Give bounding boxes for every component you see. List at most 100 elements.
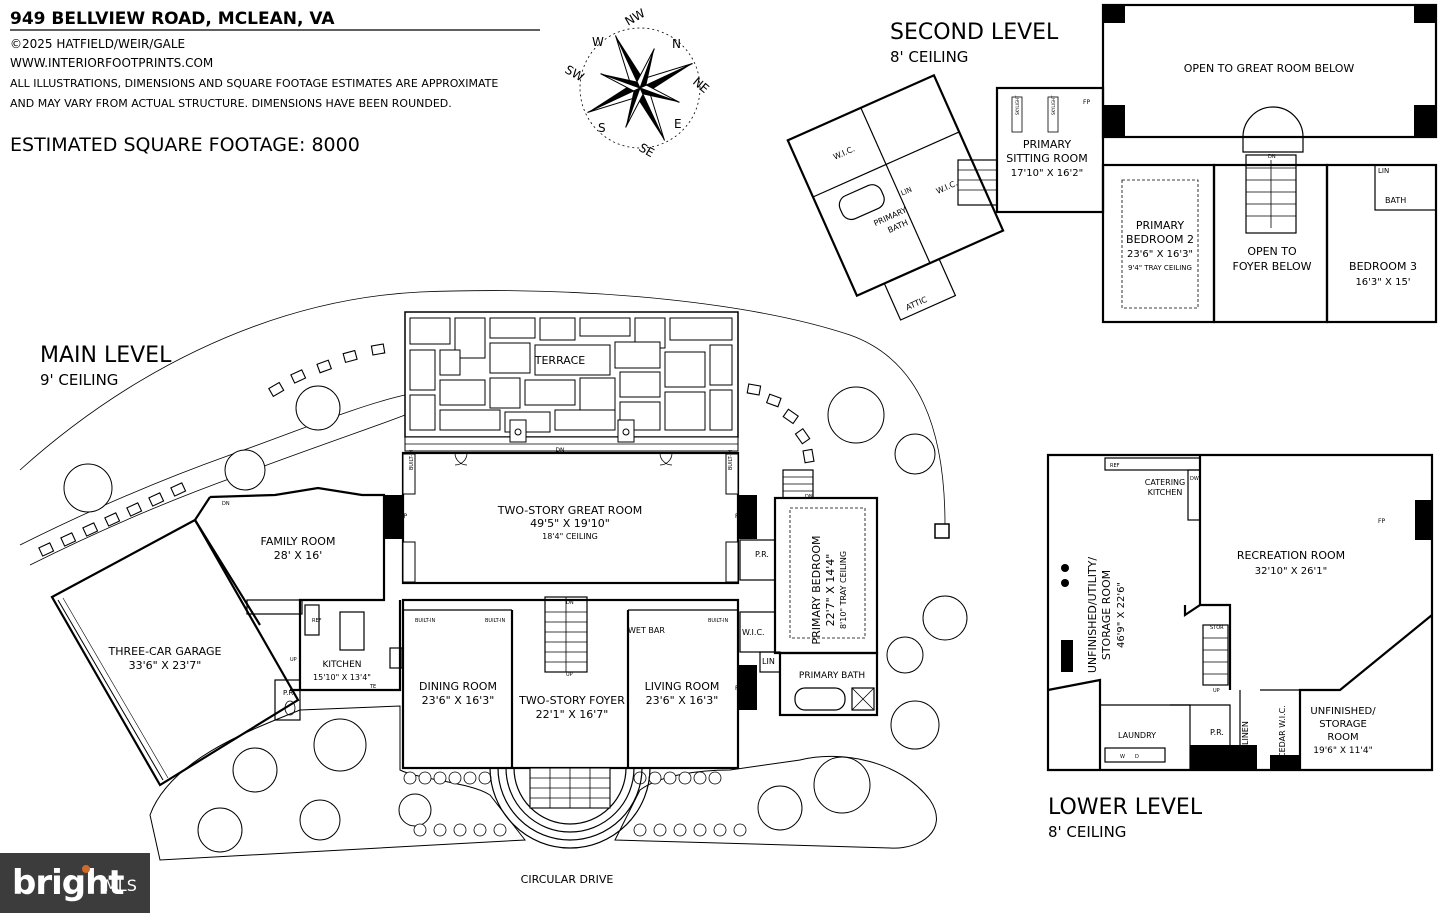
svg-text:UP: UP: [1213, 688, 1220, 694]
utility-room-label: UNFINISHED/UTILITY/: [1086, 557, 1099, 674]
disclaimer-line-1: ALL ILLUSTRATIONS, DIMENSIONS AND SQUARE…: [10, 77, 498, 90]
svg-text:P.R.: P.R.: [1210, 728, 1224, 737]
svg-text:BUILT-IN: BUILT-IN: [485, 618, 506, 624]
svg-text:33'6" X 23'7": 33'6" X 23'7": [129, 659, 202, 672]
svg-text:DN: DN: [222, 501, 230, 507]
svg-text:8'10" TRAY CEILING: 8'10" TRAY CEILING: [839, 551, 848, 629]
brand-suffix: MLS: [104, 876, 137, 895]
svg-text:P.R.: P.R.: [755, 550, 769, 559]
svg-text:STORAGE ROOM: STORAGE ROOM: [1100, 570, 1113, 660]
svg-text:BUILT-IN: BUILT-IN: [409, 449, 415, 470]
svg-text:W.I.C.: W.I.C.: [935, 178, 959, 195]
svg-text:23'6" X 16'3": 23'6" X 16'3": [422, 694, 495, 707]
svg-text:DN: DN: [1268, 154, 1276, 160]
compass-rose-icon: NW N NE E SE S SW W: [563, 6, 712, 160]
svg-text:LIN: LIN: [1378, 167, 1389, 175]
bedroom-3-label: BEDROOM 3: [1349, 260, 1417, 273]
svg-text:15'10" X 13'4": 15'10" X 13'4": [313, 673, 371, 682]
svg-text:TE: TE: [369, 684, 376, 690]
svg-text:KITCHEN: KITCHEN: [1148, 488, 1183, 497]
sitting-room-label: PRIMARY: [1023, 138, 1071, 151]
bedroom-2-label: PRIMARY: [1136, 219, 1184, 232]
recreation-room-label: RECREATION ROOM: [1237, 549, 1345, 562]
svg-text:N: N: [672, 37, 681, 51]
circular-drive-label: CIRCULAR DRIVE: [521, 873, 614, 886]
tree-icons: [63, 385, 968, 853]
svg-text:BATH: BATH: [1385, 196, 1406, 205]
svg-text:W: W: [1120, 754, 1125, 760]
svg-text:UP: UP: [290, 657, 297, 663]
family-room-label: FAMILY ROOM: [261, 535, 336, 548]
stone-pavers: [38, 343, 815, 557]
svg-text:W.I.C.: W.I.C.: [832, 144, 856, 161]
svg-text:23'6" X 16'3": 23'6" X 16'3": [646, 694, 719, 707]
second-level-title: SECOND LEVEL: [890, 20, 1059, 45]
great-room-label: TWO-STORY GREAT ROOM: [497, 504, 643, 517]
svg-text:CEDAR W.I.C.: CEDAR W.I.C.: [1278, 705, 1287, 758]
garage-label: THREE-CAR GARAGE: [108, 645, 222, 658]
lower-level-ceiling: 8' CEILING: [1048, 823, 1126, 841]
main-level-plan: FP FP TWO-STORY GREAT ROOM 49'5" X 19'10…: [50, 449, 879, 849]
svg-text:UP: UP: [566, 672, 573, 678]
svg-text:18'4" CEILING: 18'4" CEILING: [542, 532, 598, 541]
disclaimer-line-2: AND MAY VARY FROM ACTUAL STRUCTURE. DIME…: [10, 97, 452, 110]
svg-text:W: W: [592, 35, 604, 49]
svg-text:DN: DN: [566, 600, 574, 606]
svg-text:FP: FP: [735, 513, 742, 520]
svg-text:LIN: LIN: [762, 657, 775, 666]
terrace-label: TERRACE: [534, 354, 586, 367]
laundry-label: LAUNDRY: [1118, 731, 1156, 740]
svg-text:BUILT-IN: BUILT-IN: [728, 449, 734, 470]
svg-text:BUILT-IN: BUILT-IN: [415, 618, 436, 624]
svg-text:DN: DN: [805, 494, 813, 500]
svg-text:STORAGE: STORAGE: [1319, 719, 1367, 730]
svg-text:E: E: [674, 117, 682, 131]
svg-text:P.R.: P.R.: [283, 689, 295, 697]
brand-dot-icon: [82, 865, 90, 873]
terrace: TERRACE DN: [404, 311, 739, 454]
svg-text:23'6" X 16'3": 23'6" X 16'3": [1127, 249, 1193, 260]
foyer-label: TWO-STORY FOYER: [518, 694, 625, 707]
copyright-text: ©2025 HATFIELD/WEIR/GALE: [10, 37, 185, 51]
svg-text:D: D: [1135, 754, 1139, 760]
living-room-label: LIVING ROOM: [645, 680, 720, 693]
open-foyer-label: OPEN TO: [1247, 245, 1297, 258]
svg-text:16'3" X 15': 16'3" X 15': [1355, 277, 1410, 288]
second-level-plan: OPEN TO GREAT ROOM BELOW SKYLIGHT SKYLIG…: [786, 3, 1438, 324]
main-level-ceiling: 9' CEILING: [40, 371, 118, 389]
svg-text:DN: DN: [555, 447, 564, 454]
website-text: WWW.INTERIORFOOTPRINTS.COM: [10, 56, 213, 70]
dining-room-label: DINING ROOM: [419, 680, 497, 693]
svg-text:9'4" TRAY CEILING: 9'4" TRAY CEILING: [1128, 264, 1192, 272]
lower-level-title: LOWER LEVEL: [1048, 795, 1203, 820]
svg-text:LIN: LIN: [900, 186, 913, 198]
svg-text:NW: NW: [623, 6, 648, 29]
primary-bedroom-label: PRIMARY BEDROOM: [810, 535, 823, 644]
svg-text:W.I.C.: W.I.C.: [742, 628, 765, 637]
svg-text:19'6" X 11'4": 19'6" X 11'4": [1313, 746, 1372, 756]
svg-text:FP: FP: [1083, 99, 1090, 106]
svg-text:CATERING: CATERING: [1145, 478, 1185, 487]
svg-text:FP: FP: [400, 513, 407, 520]
svg-text:28' X 16': 28' X 16': [274, 549, 323, 562]
svg-text:SKYLIGHT: SKYLIGHT: [1051, 95, 1056, 115]
storage-room-label: UNFINISHED/: [1310, 706, 1376, 717]
svg-text:DW: DW: [1190, 476, 1199, 482]
front-steps: [489, 767, 651, 849]
second-level-ceiling: 8' CEILING: [890, 48, 968, 66]
svg-text:SW: SW: [563, 62, 587, 84]
svg-text:46'9" X 22'6": 46'9" X 22'6": [1116, 582, 1127, 648]
svg-text:STOR: STOR: [1210, 625, 1224, 631]
svg-text:REF: REF: [1110, 463, 1120, 469]
lower-level-plan: REF DW CATERING KITCHEN UNFINISHED/UTILI…: [1046, 453, 1434, 772]
svg-text:32'10" X 26'1": 32'10" X 26'1": [1255, 566, 1327, 577]
svg-text:SKYLIGHT: SKYLIGHT: [1015, 95, 1020, 115]
square-footage: ESTIMATED SQUARE FOOTAGE: 8000: [10, 134, 360, 156]
main-level-title: MAIN LEVEL: [40, 343, 172, 368]
bright-mls-logo: bright MLS: [0, 853, 150, 913]
svg-text:22'7" X 14'4": 22'7" X 14'4": [824, 554, 837, 627]
wet-bar-label: WET BAR: [628, 626, 665, 635]
svg-text:49'5" X 19'10": 49'5" X 19'10": [530, 517, 610, 530]
svg-text:BEDROOM 2: BEDROOM 2: [1126, 233, 1194, 246]
